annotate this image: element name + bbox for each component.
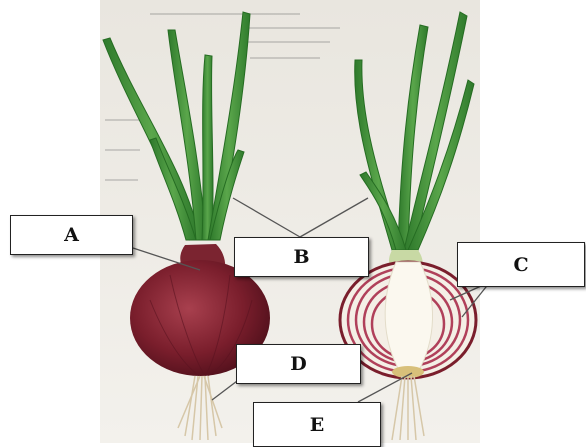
label-d: D <box>236 344 361 384</box>
label-b: B <box>234 237 369 277</box>
label-e: E <box>253 402 381 447</box>
label-a: A <box>10 215 133 255</box>
label-c: C <box>457 242 585 287</box>
